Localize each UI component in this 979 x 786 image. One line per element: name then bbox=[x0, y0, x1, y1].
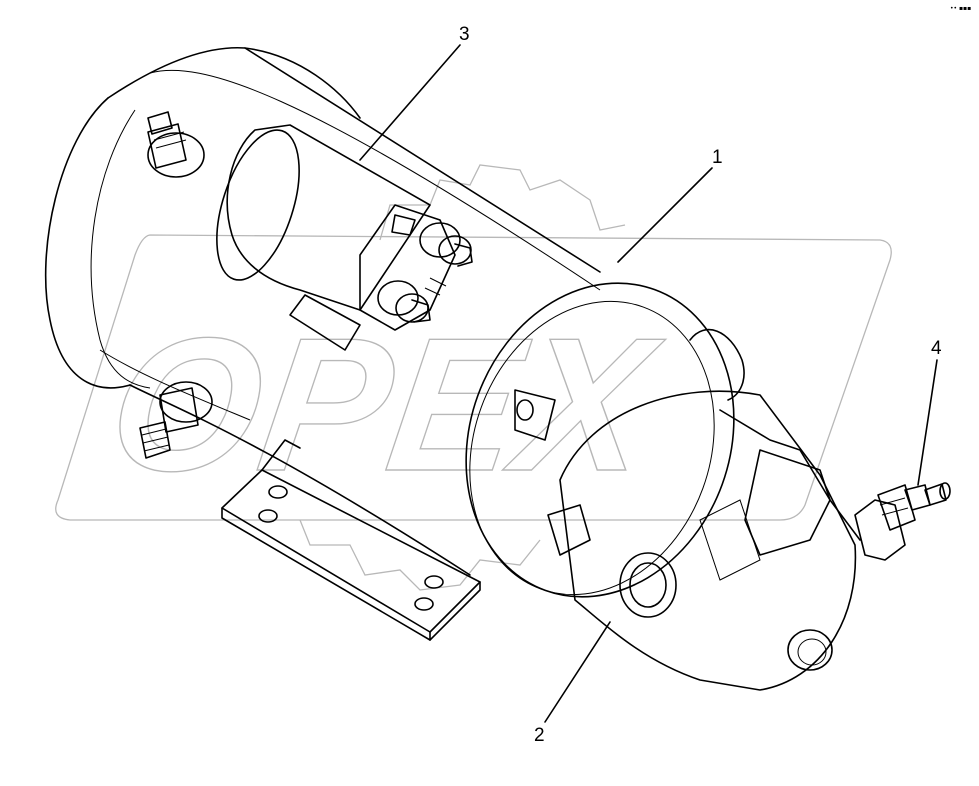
leader-2 bbox=[544, 621, 611, 723]
pump-top-face bbox=[719, 409, 861, 541]
motor-top-edge-inner bbox=[149, 69, 601, 291]
callout-4: 4 bbox=[931, 338, 942, 359]
pump-port bbox=[619, 552, 677, 618]
callout-1: 1 bbox=[712, 147, 723, 168]
watermark-gear bbox=[379, 164, 626, 241]
corner-mark: •• ▪▪▪ bbox=[950, 5, 971, 12]
pump-lug bbox=[744, 449, 831, 556]
leader-4 bbox=[917, 359, 938, 486]
watermark-frame bbox=[55, 234, 892, 521]
leader-1 bbox=[617, 167, 713, 263]
watermark-gear-lower bbox=[299, 519, 541, 591]
leader-3 bbox=[359, 44, 461, 161]
callout-3: 3 bbox=[459, 24, 470, 45]
upper-fitting bbox=[147, 111, 205, 178]
leader-lines bbox=[359, 44, 938, 723]
solenoid bbox=[216, 124, 473, 351]
relief-fitting bbox=[854, 482, 951, 561]
motor-rear-face-inner bbox=[90, 109, 151, 389]
watermark-text: OPEX bbox=[98, 299, 671, 511]
pump-body bbox=[559, 390, 857, 691]
motor-band bbox=[99, 349, 251, 421]
terminal-upper bbox=[391, 214, 473, 267]
mounting-bracket bbox=[221, 439, 481, 641]
pump-plug bbox=[787, 629, 833, 671]
solenoid-body bbox=[226, 124, 431, 311]
solenoid-end bbox=[216, 129, 300, 281]
motor-assembly bbox=[44, 46, 601, 641]
pump-flange bbox=[465, 282, 745, 598]
motor-top-edge bbox=[244, 47, 601, 273]
solenoid-tab bbox=[289, 294, 361, 351]
gear-pump bbox=[559, 390, 861, 691]
motor-bottom-edge bbox=[129, 384, 471, 576]
lower-fitting bbox=[139, 381, 213, 459]
solenoid-cap bbox=[359, 204, 456, 331]
callout-2: 2 bbox=[534, 725, 545, 746]
watermark: OPEX bbox=[55, 164, 892, 591]
motor-rear-cap bbox=[44, 97, 131, 389]
terminal-lower bbox=[377, 277, 447, 323]
